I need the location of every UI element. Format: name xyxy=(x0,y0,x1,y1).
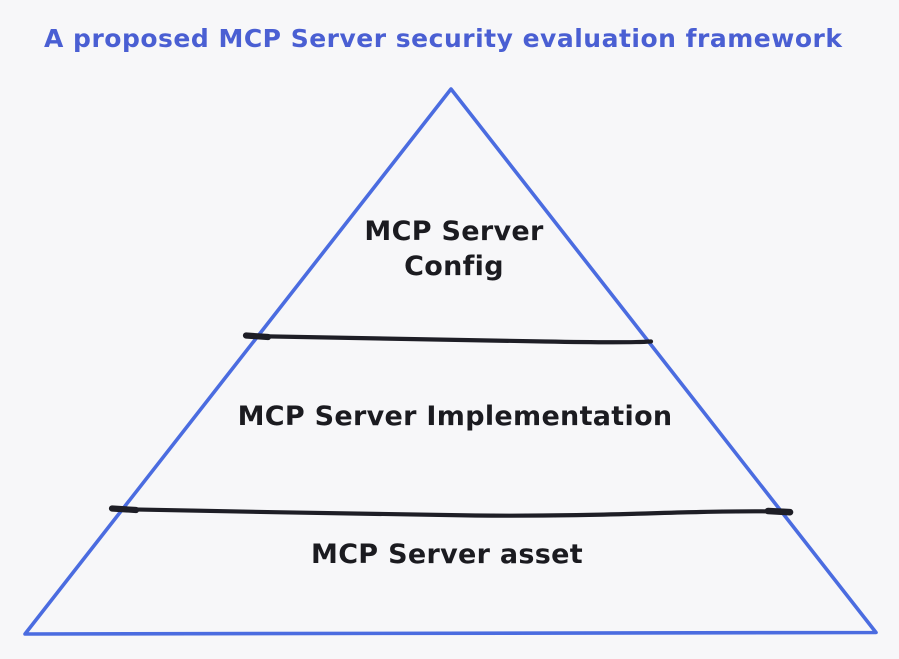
pyramid-level-label-top: MCP Server Config xyxy=(364,216,544,282)
divider-line-top-icon xyxy=(243,333,654,345)
pyramid-outline-shape xyxy=(23,87,878,636)
divider-line-top-blob xyxy=(242,332,272,341)
pyramid-level-label-middle: MCP Server Implementation xyxy=(237,401,673,432)
divider-line-bottom-blob-right xyxy=(764,507,794,516)
divider-line-bottom-blob-left xyxy=(108,505,140,514)
pyramid-level-label-bottom: MCP Server asset xyxy=(311,539,583,570)
diagram-title: A proposed MCP Server security evaluatio… xyxy=(44,24,843,53)
divider-line-bottom-icon xyxy=(109,506,794,518)
